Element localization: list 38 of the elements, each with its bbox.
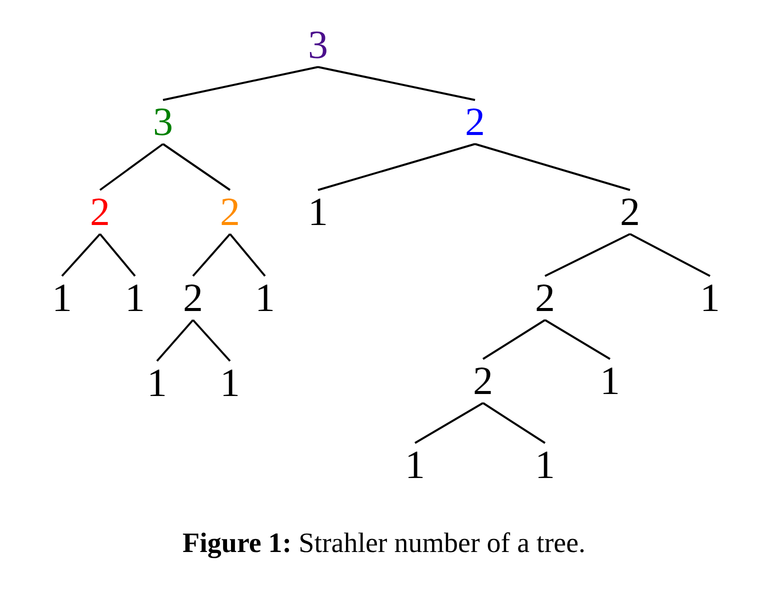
strahler-number: 1 xyxy=(405,445,425,485)
strahler-number: 1 xyxy=(308,192,328,232)
figure-caption: Figure 1: Strahler number of a tree. xyxy=(182,528,586,559)
tree-branch xyxy=(192,319,231,362)
tree-branch xyxy=(630,233,710,277)
tree-branch xyxy=(162,143,231,191)
strahler-number: 2 xyxy=(465,102,485,142)
tree-branch xyxy=(482,319,546,360)
strahler-number: 1 xyxy=(600,361,620,401)
tree-branch xyxy=(229,233,266,277)
strahler-number: 1 xyxy=(147,363,167,403)
tree-branch xyxy=(99,143,164,191)
tree-branch xyxy=(156,319,194,362)
strahler-number: 1 xyxy=(535,445,555,485)
strahler-number: 1 xyxy=(220,363,240,403)
strahler-number: 2 xyxy=(535,278,555,318)
strahler-number: 2 xyxy=(220,192,240,232)
tree-branch xyxy=(99,233,136,277)
strahler-number: 3 xyxy=(153,102,173,142)
tree-branch xyxy=(61,233,101,277)
strahler-number: 1 xyxy=(125,278,145,318)
tree-branch xyxy=(474,143,630,191)
strahler-number: 1 xyxy=(255,278,275,318)
tree-branch xyxy=(192,233,231,277)
strahler-number: 2 xyxy=(473,361,493,401)
strahler-number: 2 xyxy=(620,192,640,232)
tree-branch xyxy=(162,66,318,101)
tree-branch xyxy=(318,66,476,101)
strahler-number: 3 xyxy=(308,25,328,65)
tree-branch xyxy=(544,319,611,360)
strahler-number: 1 xyxy=(52,278,72,318)
tree-branch xyxy=(414,402,484,444)
strahler-number: 1 xyxy=(700,278,720,318)
strahler-number: 2 xyxy=(90,192,110,232)
tree-branch xyxy=(318,143,476,191)
tree-branch xyxy=(482,402,546,444)
strahler-number: 2 xyxy=(183,278,203,318)
tree-branch xyxy=(544,233,630,277)
